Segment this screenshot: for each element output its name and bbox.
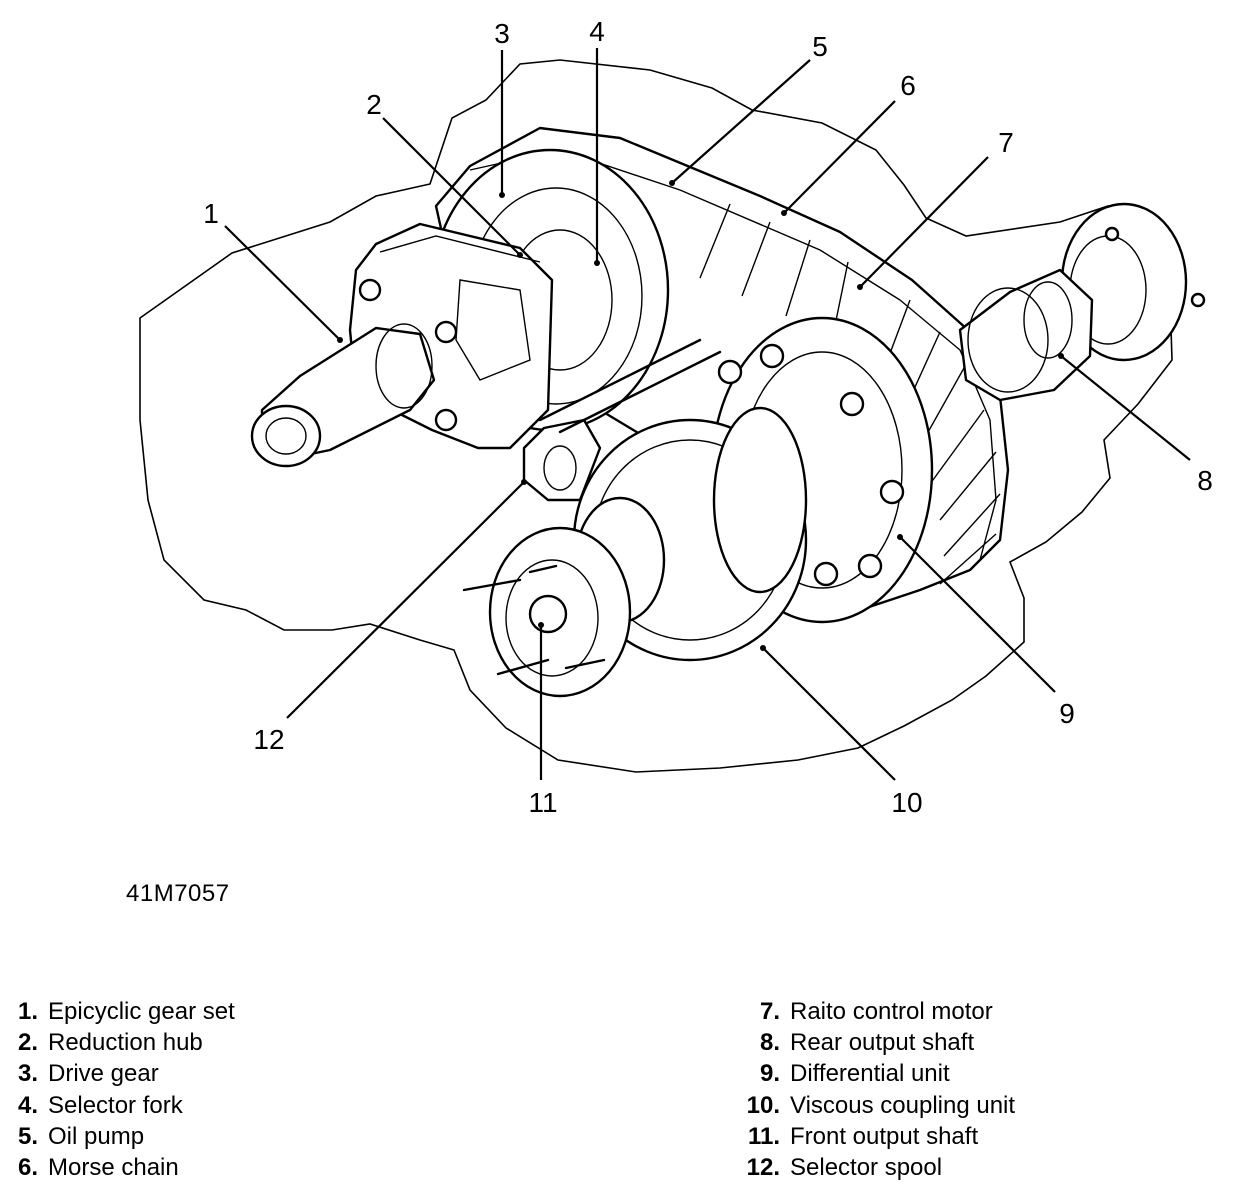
callout-11: 11 [528,787,557,818]
legend-label: Selector spool [790,1153,943,1181]
legend-number: 8. [759,1029,780,1057]
legend-item: 5. Oil pump [0,1121,420,1152]
selector-spool [522,338,722,502]
legend-number: 5. [17,1122,38,1150]
legend-item: 1. Epicyclic gear set [0,996,420,1027]
callout-3: 3 [494,18,510,49]
front-output-shaft [462,496,666,698]
legend-item: 12. Selector spool [728,1152,1148,1183]
callout-2: 2 [366,89,382,120]
callout-6: 6 [900,70,916,101]
legend-item: 6. Morse chain [0,1152,420,1183]
legend-label: Epicyclic gear set [48,998,235,1025]
legend-item: 4. Selector fork [0,1090,420,1121]
legend-number: 10. [746,1091,780,1119]
legend-item: 8. Rear output shaft [728,1027,1148,1058]
legend-number: 1. [17,998,38,1025]
legend-number: 4. [17,1091,38,1119]
legend-item: 3. Drive gear [0,1058,420,1089]
callout-8: 8 [1197,465,1213,496]
legend-item: 2. Reduction hub [0,1027,420,1058]
legend-label: Viscous coupling unit [790,1091,1016,1119]
callout-9: 9 [1059,698,1075,729]
legend-label: Morse chain [48,1153,179,1181]
callout-10: 10 [891,787,922,818]
legend-number: 11. [747,1122,780,1150]
legend-number: 7. [759,998,780,1025]
callout-5: 5 [812,31,828,62]
input-shaft [250,323,436,468]
legend-label: Oil pump [48,1122,145,1150]
legend-label: Raito control motor [790,998,993,1025]
callout-12: 12 [253,724,284,755]
legend-number: 6. [17,1153,38,1181]
rear-output-shaft [958,202,1206,402]
legend-label: Drive gear [48,1060,159,1088]
legend-number: 9. [759,1060,780,1088]
legend-right-column: 7. Raito control motor 8. Rear output shaf… [728,996,1148,1183]
legend-item: 10. Viscous coupling unit [728,1090,1148,1121]
legend-number: 3. [17,1060,38,1088]
legend-label: Differential unit [790,1060,950,1088]
legend-label: Selector fork [48,1091,183,1119]
callout-leaders [224,48,1191,781]
casing-outline [139,59,1173,773]
callout-7: 7 [998,127,1014,158]
legend-number: 12. [746,1153,780,1181]
legend-item: 9. Differential unit [728,1058,1148,1089]
legend-item: 7. Raito control motor [728,996,1148,1027]
callout-numbers: 1 2 3 4 5 6 7 8 9 10 11 12 [203,16,1213,818]
legend-number: 2. [17,1029,38,1057]
legend-label: Rear output shaft [790,1029,975,1057]
legend-left-column: 1. Epicyclic gear set 2. Reduction hub 3. D… [0,996,420,1183]
callout-4: 4 [589,16,605,47]
legend-item: 11. Front output shaft [728,1121,1148,1152]
figure-code: 41M7057 [126,880,230,907]
legend-label: Reduction hub [48,1029,203,1057]
legend-label: Front output shaft [790,1122,979,1150]
callout-1: 1 [203,198,219,229]
